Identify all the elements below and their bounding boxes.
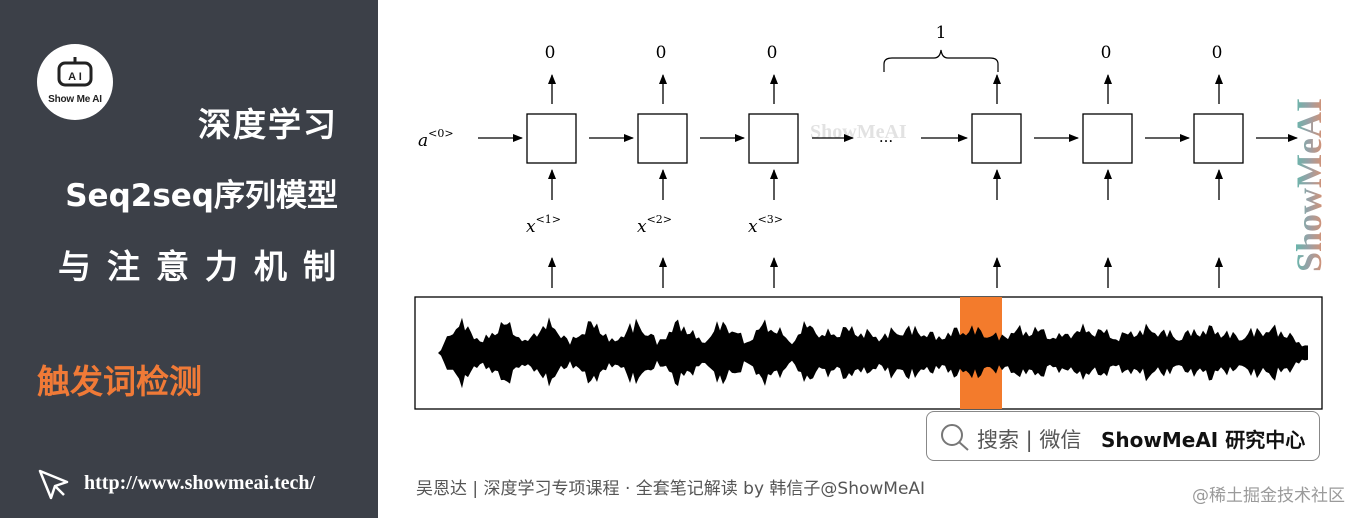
search-box[interactable]: 搜索 | 微信 ShowMeAI 研究中心: [926, 411, 1320, 461]
input-label-3: x<3>: [748, 213, 783, 237]
showmeai-vertical-watermark: ShowMeAI: [1290, 98, 1329, 272]
audio-arrows: [548, 257, 1223, 288]
output-label-3: 0: [767, 43, 778, 63]
sidebar-title-line3: 与注意力机制: [58, 247, 352, 286]
sidebar-title-line2: Seq2seq序列模型: [65, 178, 338, 214]
sidebar-title-line1: 深度学习: [198, 105, 338, 144]
search-brand: ShowMeAI 研究中心: [1101, 428, 1306, 452]
input-label-1: x<1>: [526, 213, 561, 237]
cursor-icon: [38, 469, 69, 500]
rnn-diagram: ShowMeAI a<0> ...: [414, 23, 1323, 410]
ellipsis-label: ...: [879, 128, 893, 146]
sidebar: A I Show Me AI 深度学习 Seq2seq序列模型 与注意力机制 触…: [0, 0, 378, 518]
rnn-cell-3: [748, 113, 799, 164]
input-arrows: [548, 169, 1223, 200]
main-panel: ShowMeAI a<0> ...: [378, 0, 1361, 518]
output-label-2: 0: [656, 43, 667, 63]
output-label-4: 1: [936, 23, 947, 43]
rnn-cells: [526, 113, 1244, 164]
search-label: 搜索 | 微信: [977, 428, 1082, 452]
input-label-2: x<2>: [637, 213, 672, 237]
svg-text:A I: A I: [68, 71, 82, 83]
robot-icon: A I: [57, 57, 93, 87]
showmeai-logo: A I Show Me AI: [37, 44, 113, 120]
rnn-cell-4: [971, 113, 1022, 164]
footer-credit: 吴恩达 | 深度学习专项课程 · 全套笔记解读 by 韩信子@ShowMeAI: [416, 479, 926, 499]
output-label-5: 0: [1101, 43, 1112, 63]
input-labels: x<1> x<2> x<3>: [526, 213, 783, 237]
output-label-1: 0: [545, 43, 556, 63]
rnn-cell-2: [637, 113, 688, 164]
rnn-cell-6: [1193, 113, 1244, 164]
output-brace: [883, 49, 999, 72]
rnn-cell-5: [1082, 113, 1133, 164]
rnn-cell-1: [526, 113, 577, 164]
svg-text:ShowMeAI: ShowMeAI: [1290, 98, 1329, 272]
site-url-link[interactable]: http://www.showmeai.tech/: [84, 472, 316, 494]
audio-waveform: [438, 317, 1308, 389]
initial-activation-label: a<0>: [418, 127, 454, 151]
output-arrows: [548, 74, 1223, 104]
sidebar-subtitle: 触发词检测: [37, 362, 202, 401]
output-label-6: 0: [1212, 43, 1223, 63]
search-icon: [941, 424, 969, 451]
output-labels: 0 0 0 1 0 0: [545, 23, 1223, 63]
footer-platform: @稀土掘金技术社区: [1192, 486, 1345, 506]
logo-label: Show Me AI: [48, 94, 102, 105]
